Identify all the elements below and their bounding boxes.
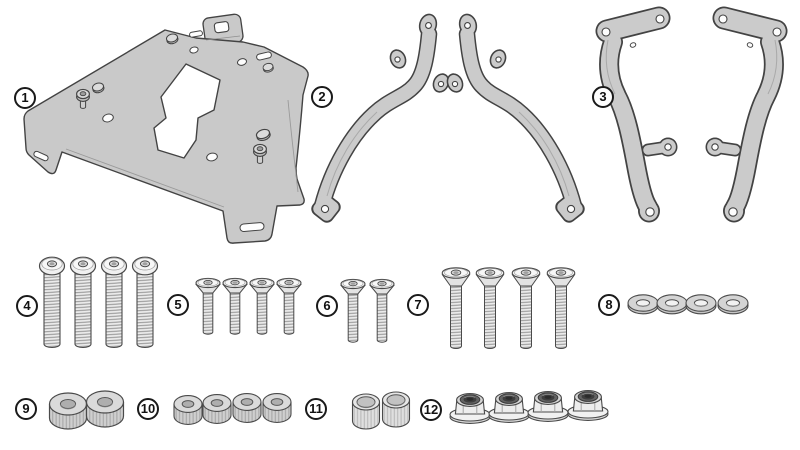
- washer-icon: [717, 294, 749, 315]
- button-bolt-icon: [38, 256, 66, 349]
- side-bracket-left-icon: [602, 15, 678, 223]
- part-number-badge-8: 8: [598, 294, 620, 316]
- flat-bolt-icon: [475, 267, 505, 350]
- flat-bolt-icon: [511, 267, 541, 350]
- spacer-icon: [85, 390, 125, 428]
- part-8-washers: [627, 294, 749, 315]
- washer-icon: [627, 294, 659, 315]
- part-9-spacers: [48, 390, 125, 430]
- part-number-badge-11: 11: [305, 398, 327, 420]
- washer-icon: [656, 294, 688, 315]
- spacer-icon: [262, 393, 292, 423]
- button-bolt-icon: [69, 256, 97, 349]
- washer-icon: [685, 294, 717, 315]
- flat-screw-icon: [249, 277, 275, 335]
- part-10-spacers: [173, 393, 292, 425]
- part-number-badge-4: 4: [16, 295, 38, 317]
- part-number-badge-9: 9: [15, 398, 37, 420]
- part-number-badge-3: 3: [592, 86, 614, 108]
- part-7-bolts: [441, 267, 576, 350]
- spacer-icon: [48, 392, 88, 430]
- lock-nut-icon: [488, 392, 530, 423]
- lock-nut-icon: [449, 393, 491, 424]
- lock-nut-icon: [527, 391, 569, 422]
- button-bolt-icon: [100, 256, 128, 349]
- part-12-nuts: [449, 390, 609, 424]
- plate-top-tab: [202, 13, 244, 47]
- part-number-badge-2: 2: [311, 86, 333, 108]
- flat-screw-icon: [222, 277, 248, 335]
- part-5-screws: [195, 277, 302, 335]
- spacer-icon: [381, 391, 411, 428]
- part-number-badge-6: 6: [316, 295, 338, 317]
- flat-bolt-icon: [441, 267, 471, 350]
- flat-bolt-icon: [546, 267, 576, 350]
- support-arm-right-icon: [444, 12, 588, 226]
- flat-screw-icon: [276, 277, 302, 335]
- button-bolt-icon: [131, 256, 159, 349]
- part-6-screws: [340, 278, 395, 343]
- spacer-icon: [202, 394, 232, 424]
- part-number-badge-10: 10: [137, 398, 159, 420]
- spacer-icon: [232, 393, 262, 423]
- spacer-icon: [351, 393, 381, 430]
- plate-silhouette: [23, 29, 309, 244]
- side-bracket-right-icon: [706, 15, 782, 223]
- part-number-badge-5: 5: [167, 294, 189, 316]
- part-number-badge-1: 1: [14, 87, 36, 109]
- part-3-side-brackets: [602, 15, 781, 223]
- part-number-badge-7: 7: [407, 294, 429, 316]
- part-number-badge-12: 12: [420, 399, 442, 421]
- part-11-spacers: [351, 391, 411, 430]
- flat-screw-icon: [369, 278, 395, 343]
- lock-nut-icon: [567, 390, 609, 421]
- flat-screw-icon: [340, 278, 366, 343]
- part-2-support-arms: [308, 12, 587, 226]
- part-4-bolts: [38, 256, 159, 349]
- flat-screw-icon: [195, 277, 221, 335]
- part-1-mounting-plate: [23, 13, 309, 244]
- spacer-icon: [173, 395, 203, 425]
- support-arm-left-icon: [308, 12, 452, 226]
